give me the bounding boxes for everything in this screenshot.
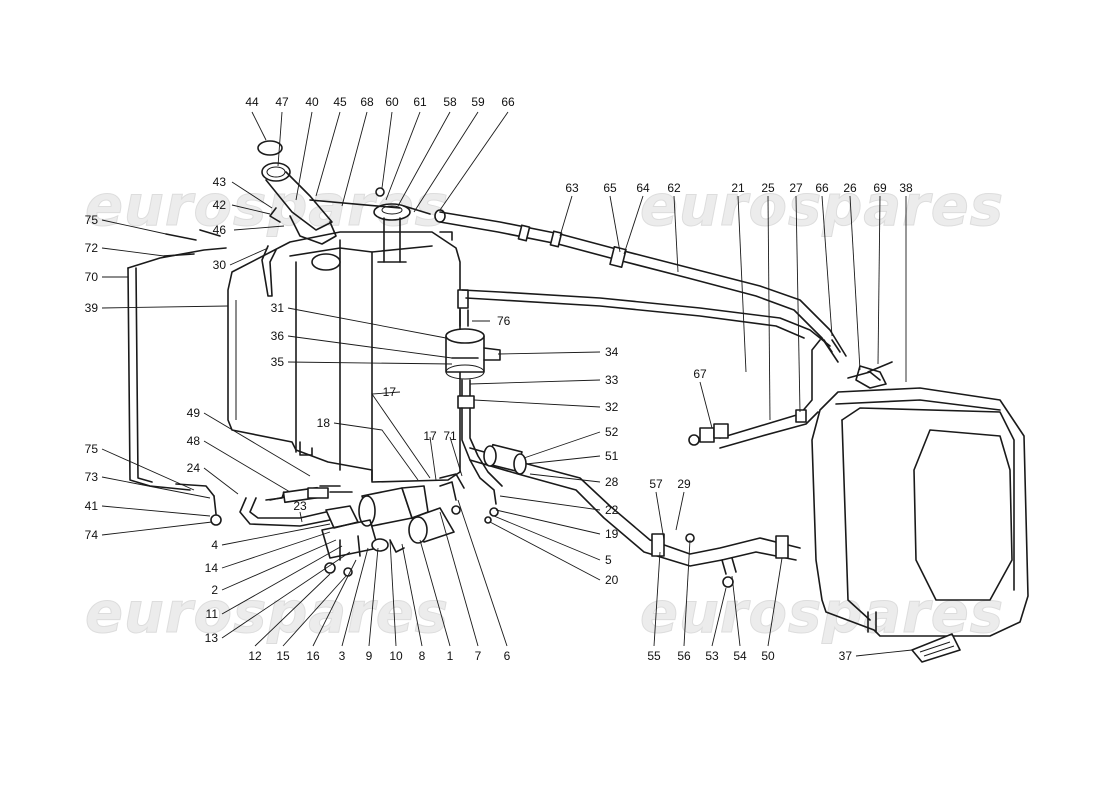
- callout-70: 70: [85, 270, 99, 284]
- callout-64: 64: [636, 181, 650, 195]
- watermark-top-right: eurospares: [640, 174, 1004, 239]
- callout-54: 54: [733, 649, 747, 663]
- callout-41: 41: [85, 499, 99, 513]
- callout-75-lower: 75: [85, 442, 99, 456]
- callout-63: 63: [565, 181, 579, 195]
- callout-56: 56: [677, 649, 691, 663]
- callout-39: 39: [85, 301, 99, 315]
- callout-14: 14: [205, 561, 219, 575]
- callout-17-lower: 17: [423, 429, 437, 443]
- callout-9: 9: [366, 649, 373, 663]
- fuel-pump-assembly: [321, 481, 461, 577]
- callout-38: 38: [899, 181, 913, 195]
- callout-29: 29: [677, 477, 691, 491]
- filler-neck-assembly: [257, 140, 341, 297]
- fuel-filter: [445, 328, 501, 409]
- callout-66-right: 66: [815, 181, 829, 195]
- callout-21: 21: [731, 181, 745, 195]
- callout-8: 8: [419, 649, 426, 663]
- callout-76: 76: [497, 314, 511, 328]
- callout-47: 47: [275, 95, 289, 109]
- callout-26: 26: [843, 181, 857, 195]
- callout-51: 51: [605, 449, 619, 463]
- callout-31: 31: [271, 301, 285, 315]
- callout-25: 25: [761, 181, 775, 195]
- callout-58: 58: [443, 95, 457, 109]
- callout-11: 11: [206, 607, 219, 621]
- callout-40: 40: [305, 95, 319, 109]
- callout-6: 6: [504, 649, 511, 663]
- callout-18: 18: [317, 416, 331, 430]
- callout-23: 23: [293, 499, 307, 513]
- callout-55: 55: [647, 649, 661, 663]
- callout-65: 65: [603, 181, 617, 195]
- callout-2: 2: [211, 583, 218, 597]
- callout-20: 20: [605, 573, 619, 587]
- leader-lines: [101, 111, 913, 657]
- callout-69: 69: [873, 181, 887, 195]
- callout-67: 67: [693, 367, 707, 381]
- callout-61: 61: [413, 95, 427, 109]
- callout-16: 16: [306, 649, 320, 663]
- right-fuel-tank: [811, 371, 1029, 637]
- callout-13: 13: [205, 631, 219, 645]
- watermark-bottom-right: eurospares: [640, 581, 1004, 646]
- callout-1: 1: [447, 649, 454, 663]
- tank-strap-rod: [127, 229, 227, 526]
- callout-43: 43: [213, 175, 227, 189]
- callout-34: 34: [605, 345, 619, 359]
- callout-28: 28: [605, 475, 619, 489]
- right-tank-fitting: [823, 339, 893, 389]
- callout-59: 59: [471, 95, 485, 109]
- watermark-group: eurospares eurospares eurospares eurospa…: [85, 174, 1004, 647]
- callout-30: 30: [213, 258, 227, 272]
- callout-3: 3: [339, 649, 346, 663]
- upper-vent-pipe: [439, 211, 847, 363]
- callout-73: 73: [85, 470, 99, 484]
- callout-7: 7: [475, 649, 482, 663]
- callout-32: 32: [605, 400, 619, 414]
- callout-4: 4: [211, 538, 218, 552]
- callout-24: 24: [187, 461, 201, 475]
- return-lines: [688, 339, 821, 449]
- callout-52: 52: [605, 425, 619, 439]
- callout-19: 19: [605, 527, 619, 541]
- left-fuel-tank: [227, 231, 461, 483]
- drain-plug-hardware: [265, 487, 353, 501]
- callout-57: 57: [649, 477, 663, 491]
- callout-44: 44: [245, 95, 259, 109]
- bracket-37: [911, 633, 961, 663]
- callout-22: 22: [605, 503, 619, 517]
- callout-17-upper: 17: [383, 385, 397, 399]
- callout-74: 74: [85, 528, 99, 542]
- callout-71: 71: [443, 429, 457, 443]
- callout-37: 37: [839, 649, 853, 663]
- callout-15: 15: [276, 649, 290, 663]
- callout-45: 45: [333, 95, 347, 109]
- callout-5: 5: [605, 553, 612, 567]
- callout-36: 36: [271, 329, 285, 343]
- callout-50: 50: [761, 649, 775, 663]
- callout-35: 35: [271, 355, 285, 369]
- callout-68: 68: [360, 95, 374, 109]
- callout-33: 33: [605, 373, 619, 387]
- callout-72: 72: [85, 241, 99, 255]
- callout-62: 62: [667, 181, 681, 195]
- callout-53: 53: [705, 649, 719, 663]
- callout-labels: 44 47 40 45 68 60 61 58 59 66 63 65 64 6…: [85, 95, 913, 663]
- callout-42: 42: [213, 198, 227, 212]
- filter-feed-line: [457, 289, 831, 347]
- callout-60: 60: [385, 95, 399, 109]
- callout-66-top: 66: [501, 95, 515, 109]
- callout-48: 48: [187, 434, 201, 448]
- callout-12: 12: [248, 649, 262, 663]
- callout-46: 46: [213, 223, 227, 237]
- callout-10: 10: [389, 649, 403, 663]
- callout-75-top: 75: [85, 213, 99, 227]
- callout-27: 27: [789, 181, 803, 195]
- callout-49: 49: [187, 406, 201, 420]
